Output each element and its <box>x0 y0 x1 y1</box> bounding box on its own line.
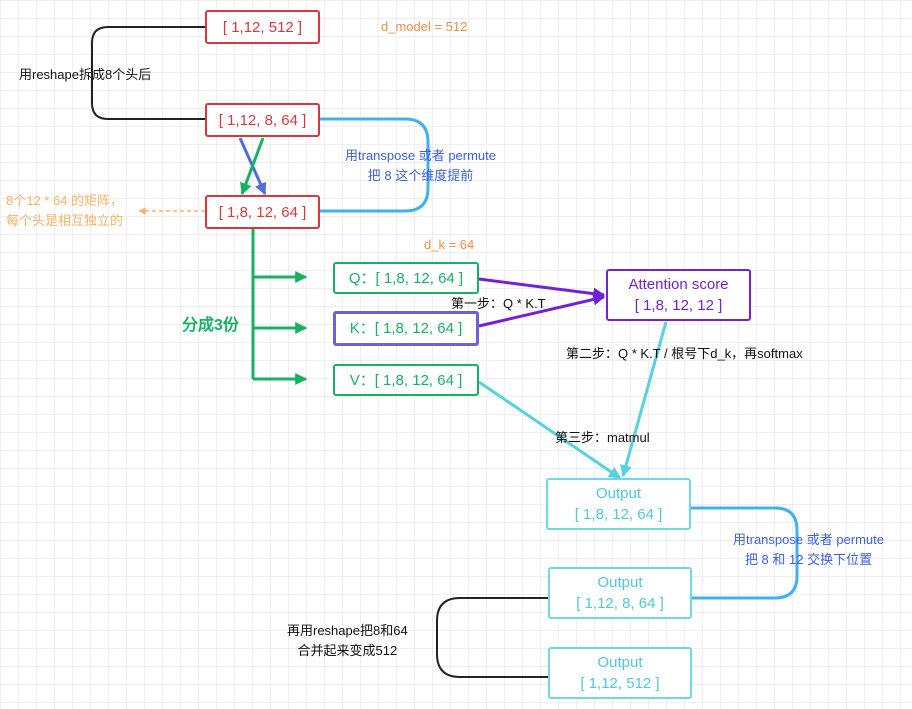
d-k-label: d_k = 64 <box>424 237 475 252</box>
v-text: V：[ 1,8, 12, 64 ] <box>349 371 463 389</box>
input-shape-text: [ 1,12, 512 ] <box>222 18 303 36</box>
attention-score-node: Attention score [ 1,8, 12, 12 ] <box>606 269 751 321</box>
step-2-label: 第二步：Q * K.T / 根号下d_k，再softmax <box>566 346 803 361</box>
attention-title: Attention score <box>628 276 729 293</box>
reshaped-shape-node: [ 1,12, 8, 64 ] <box>205 103 320 137</box>
input-shape-node: [ 1,12, 512 ] <box>205 10 320 44</box>
attention-to-output-arrow <box>620 321 668 478</box>
transposed-shape-text: [ 1,8, 12, 64 ] <box>218 203 307 221</box>
output-2-shape: [ 1,12, 8, 64 ] <box>576 595 664 612</box>
q-node: Q：[ 1,8, 12, 64 ] <box>333 262 479 294</box>
transpose-note-2-line1: 用transpose 或者 permute <box>733 532 885 547</box>
output-1-shape: [ 1,8, 12, 64 ] <box>574 506 663 523</box>
reshape-split-label: 用reshape拆成8个头后 <box>19 67 152 82</box>
reshape-merge-bracket <box>436 597 548 678</box>
reshaped-shape-text: [ 1,12, 8, 64 ] <box>218 111 307 129</box>
v-to-output-arrow <box>478 380 621 480</box>
reshape-arrow-green <box>240 137 265 196</box>
reshape-split-bracket <box>91 26 205 120</box>
reshape-merge-line1: 再用reshape把8和64 <box>287 623 408 638</box>
transpose-note-2: 用transpose 或者 permute 把 8 和 12 交换下位置 <box>733 530 884 570</box>
matrix-note-line1: 8个12 * 64 的矩阵， <box>6 193 124 208</box>
output-1-title: Output <box>595 485 642 502</box>
output-node-1: Output [ 1,8, 12, 64 ] <box>546 478 691 530</box>
matrix-note: 8个12 * 64 的矩阵， 每个头是相互独立的 <box>6 191 123 231</box>
output-node-2: Output [ 1,12, 8, 64 ] <box>548 567 692 619</box>
k-to-attention-arrow <box>478 293 606 328</box>
attention-shape: [ 1,8, 12, 12 ] <box>634 297 723 314</box>
transposed-shape-node: [ 1,8, 12, 64 ] <box>205 195 320 229</box>
d-model-label: d_model = 512 <box>381 19 468 34</box>
transpose-bracket-1 <box>320 117 430 213</box>
transpose-note-2-line2: 把 8 和 12 交换下位置 <box>744 552 873 567</box>
transpose-note-1-line1: 用transpose 或者 permute <box>345 148 497 163</box>
v-node: V：[ 1,8, 12, 64 ] <box>333 364 479 396</box>
reshape-merge-note: 再用reshape把8和64 合并起来变成512 <box>287 621 408 661</box>
transpose-note-1: 用transpose 或者 permute 把 8 这个维度提前 <box>345 146 496 186</box>
split-three-label: 分成3份 <box>182 317 239 334</box>
step-3-label: 第三步：matmul <box>555 430 650 445</box>
k-text: K：[ 1,8, 12, 64 ] <box>349 320 463 337</box>
step-1-label: 第一步：Q * K.T <box>451 296 546 311</box>
k-node: K：[ 1,8, 12, 64 ] <box>333 311 479 346</box>
transpose-bracket-2 <box>691 506 799 600</box>
q-text: Q：[ 1,8, 12, 64 ] <box>348 269 464 287</box>
output-3-shape: [ 1,12, 512 ] <box>580 675 660 692</box>
output-node-3: Output [ 1,12, 512 ] <box>548 647 692 699</box>
output-2-title: Output <box>597 574 643 591</box>
matrix-note-line2: 每个头是相互独立的 <box>6 213 124 228</box>
output-3-title: Output <box>597 654 643 671</box>
q-to-attention-arrow <box>478 277 606 300</box>
reshape-merge-line2: 合并起来变成512 <box>297 643 398 658</box>
transpose-note-1-line2: 把 8 这个维度提前 <box>367 168 474 183</box>
